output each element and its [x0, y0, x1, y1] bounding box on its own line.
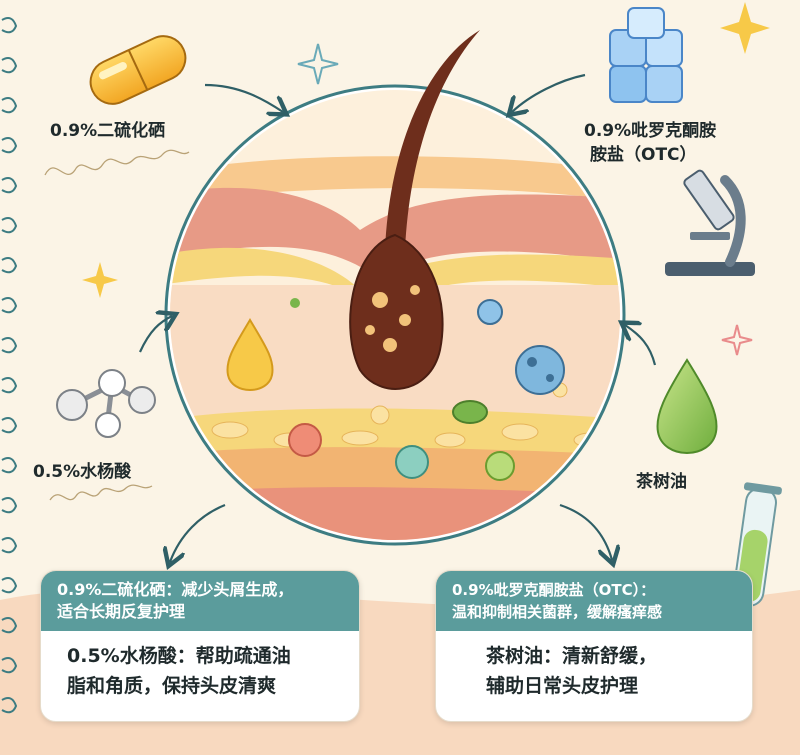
- card-right-body-line-2: 辅助日常头皮护理: [486, 675, 639, 697]
- card-left-header-line-2: 适合长期反复护理: [57, 602, 186, 621]
- notebook-spiral: [1, 17, 18, 714]
- card-right-body-line-1: 茶树油：清新舒缓，: [486, 645, 658, 667]
- connector-arrows: [138, 73, 657, 562]
- decorative-scribble: [44, 149, 190, 501]
- label-piroctone-line-2: 胺盐（OTC）: [590, 145, 697, 165]
- oil-droplet-character-icon: [226, 318, 274, 391]
- card-right-header-line-1: 0.9%吡罗克酮胺盐（OTC）：: [452, 581, 656, 599]
- microscope-icon: [665, 169, 755, 276]
- card-left-header-line-1: 0.9%二硫化硒：减少头屑生成，: [57, 580, 294, 599]
- card-left-body-line-1: 0.5%水杨酸：帮助疏通油: [67, 645, 291, 667]
- molecule-icon: [56, 369, 156, 438]
- microbe-icon: [288, 298, 565, 481]
- label-salicylic-acid: 0.5%水杨酸: [33, 462, 132, 482]
- card-left-body: 0.5%水杨酸：帮助疏通油 脂和角质，保持头皮清爽: [41, 631, 359, 711]
- sparkle-icon: [82, 2, 770, 356]
- card-right-body: 茶树油：清新舒缓， 辅助日常头皮护理: [436, 631, 752, 711]
- skin-cross-section: [164, 30, 626, 546]
- oil-drop-icon: [656, 358, 718, 454]
- card-left-header: 0.9%二硫化硒：减少头屑生成， 适合长期反复护理: [41, 571, 359, 631]
- label-tea-tree-oil: 茶树油: [636, 472, 687, 492]
- card-right-header: 0.9%吡罗克酮胺盐（OTC）： 温和抑制相关菌群，缓解瘙痒感: [436, 571, 752, 631]
- card-left: 0.9%二硫化硒：减少头屑生成， 适合长期反复护理 0.5%水杨酸：帮助疏通油 …: [40, 570, 360, 722]
- capsule-icon: [89, 35, 187, 105]
- hair-follicle-icon: [349, 30, 480, 390]
- card-left-body-line-2: 脂和角质，保持头皮清爽: [67, 675, 277, 697]
- card-right-header-line-2: 温和抑制相关菌群，缓解瘙痒感: [452, 603, 663, 621]
- ice-cube-icon: [609, 7, 683, 103]
- label-piroctone-line-1: 0.9%吡罗克酮胺: [584, 121, 717, 141]
- label-piroctone-olamine: 0.9%吡罗克酮胺 胺盐（OTC）: [584, 119, 716, 167]
- label-selenium-disulfide: 0.9%二硫化硒: [50, 121, 166, 141]
- card-right: 0.9%吡罗克酮胺盐（OTC）： 温和抑制相关菌群，缓解瘙痒感 茶树油：清新舒缓…: [435, 570, 753, 722]
